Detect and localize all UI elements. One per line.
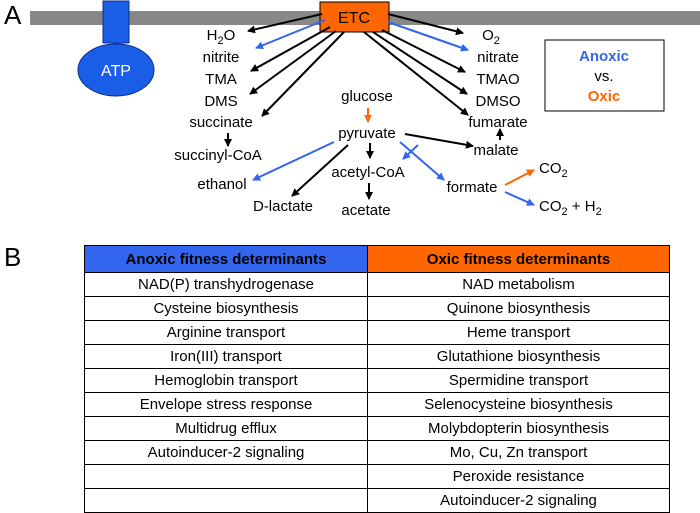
acceptor-tma: TMA [205, 71, 237, 88]
metabolite-ethanol: ethanol [197, 176, 246, 193]
arrow-etc-to-succinate [261, 31, 345, 117]
oxic-cell: Glutathione biosynthesis [367, 344, 670, 369]
arrow-etc-to-fumarate [363, 31, 469, 116]
arrow-etc-to-nitrite [255, 19, 326, 50]
metabolite-d-lactate: D-lactate [253, 198, 313, 215]
acceptor-h2o: H2O [207, 27, 236, 47]
acceptor-fumarate: fumarate [468, 114, 527, 131]
oxic-cell: Mo, Cu, Zn transport [367, 440, 670, 465]
arrow-etc-to-nitrate [387, 21, 469, 52]
atp-synthase-stalk [102, 0, 130, 44]
panel-label-b: B [4, 242, 22, 272]
acceptor-dms: DMS [204, 93, 237, 110]
header-anoxic: Anoxic fitness determinants [84, 245, 368, 273]
metabolic-diagram: ATP ETC H2O nitrite TMA DMS succinate O2… [30, 0, 700, 219]
anoxic-cell: Envelope stress response [84, 392, 368, 417]
arrow-etc-to-tmao [381, 29, 466, 73]
anoxic-cell: Cysteine biosynthesis [84, 296, 368, 321]
atp-synthase-head [77, 43, 155, 97]
anoxic-cell: Multidrug efflux [84, 416, 368, 441]
metabolite-succinyl-coa: succinyl-CoA [174, 147, 262, 164]
atp-label: ATP [101, 63, 131, 80]
legend-anoxic: Anoxic [579, 48, 629, 65]
acceptor-nitrate: nitrate [477, 49, 519, 66]
arrow-formate-to-co2-h2 [504, 191, 535, 206]
acceptor-o2: O2 [482, 27, 500, 47]
legend-oxic: Oxic [588, 88, 621, 105]
table-header-row: Anoxic fitness determinants Oxic fitness… [84, 245, 670, 273]
oxic-cell: Heme transport [367, 320, 670, 345]
arrow-etc-to-dms [249, 30, 337, 95]
oxic-cell: Quinone biosynthesis [367, 296, 670, 321]
product-co2: CO2 [539, 160, 568, 180]
etc-label: ETC [338, 10, 370, 27]
anoxic-cell: Autoinducer-2 signaling [84, 440, 368, 465]
arrow-etc-to-dmso [372, 31, 468, 95]
metabolite-pyruvate: pyruvate [338, 125, 396, 142]
acceptor-dmso: DMSO [476, 93, 521, 110]
arrow-pyruvate-to-d-lactate [291, 144, 349, 197]
anoxic-cell: Arginine transport [84, 320, 368, 345]
table-row: Autoinducer-2 signaling [84, 488, 670, 513]
table-row: Peroxide resistance [84, 464, 670, 489]
anoxic-cell [84, 464, 368, 489]
anoxic-cell: Iron(III) transport [84, 344, 368, 369]
etc-box [319, 1, 390, 33]
arrow-etc-to-o2 [387, 13, 464, 36]
metabolite-malate: malate [473, 142, 518, 159]
anoxic-cell: Hemoglobin transport [84, 368, 368, 393]
legend-vs: vs. [594, 68, 613, 85]
arrow-etc-to-h2o [247, 13, 323, 34]
metabolite-glucose: glucose [341, 88, 393, 105]
oxic-cell: Molybdopterin biosynthesis [367, 416, 670, 441]
header-oxic: Oxic fitness determinants [367, 245, 670, 273]
oxic-cell: Peroxide resistance [367, 464, 670, 489]
anoxic-cell [84, 488, 368, 513]
product-co2-h2: CO2 + H2 [539, 198, 602, 218]
arrow-pyruvate-to-malate [404, 133, 474, 149]
oxic-cell: Selenocysteine biosynthesis [367, 392, 670, 417]
acceptor-tmao: TMAO [476, 71, 519, 88]
legend-box [544, 39, 665, 112]
metabolite-acetate: acetate [341, 202, 390, 219]
panel-label-a: A [4, 0, 22, 30]
metabolite-formate: formate [447, 179, 498, 196]
oxic-cell: Autoinducer-2 signaling [367, 488, 670, 513]
anoxic-cell: NAD(P) transhydrogenase [84, 272, 368, 297]
arrow-pyruvate-to-formate [399, 141, 445, 181]
arrow-formate-to-acetyl-coa [402, 144, 419, 160]
arrow-pyruvate-to-ethanol [252, 141, 335, 181]
arrow-etc-to-tma [250, 26, 331, 72]
arrow-formate-to-co2 [504, 169, 535, 186]
oxic-cell: Spermidine transport [367, 368, 670, 393]
fitness-determinants-table: Anoxic fitness determinants Oxic fitness… [84, 245, 670, 513]
metabolite-acetyl-coa: acetyl-CoA [331, 164, 404, 181]
acceptor-nitrite: nitrite [203, 49, 240, 66]
acceptor-succinate: succinate [189, 114, 252, 131]
oxic-cell: NAD metabolism [367, 272, 670, 297]
